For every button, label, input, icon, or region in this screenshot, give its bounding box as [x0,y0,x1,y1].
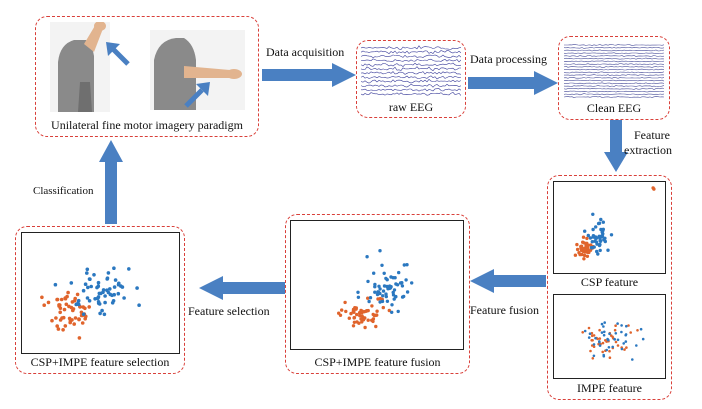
selection-box [15,226,185,374]
classification-arrow [99,140,123,224]
classification-label: Classification [33,185,94,197]
feature-selection-label: Feature selection [188,304,270,318]
feature-extraction-label-line1: Feature [634,128,670,142]
arm-extend-arrow-icon [184,82,210,108]
raw-eeg-label: raw EEG [388,100,434,114]
arm-lift-arrow-icon [106,42,130,66]
feature-fusion-label: Feature fusion [470,303,539,317]
fusion-box [285,214,470,374]
impe-feature-label: IMPE feature [577,381,642,395]
data-acquisition-arrow [262,63,356,87]
feature-selection-arrow [199,276,285,300]
extracted-features-box [547,175,672,400]
impe-feature-plot [553,294,666,379]
arm-raised-illustration [50,22,110,112]
feature-fusion-arrow [470,269,546,293]
clean-eeg-signal [564,42,664,100]
raw-eeg-signal [361,45,461,97]
fusion-plot [290,220,464,350]
data-processing-label: Data processing [470,52,547,66]
clean-eeg-label: Clean EEG [586,101,642,115]
raw-eeg-box [356,40,466,118]
feature-extraction-label-line2: extraction [624,143,672,157]
csp-feature-plot [553,181,666,274]
clean-eeg-box [558,36,670,120]
data-processing-arrow [468,71,558,95]
csp-feature-label: CSP feature [580,275,639,289]
arm-extended-illustration [150,30,245,110]
paradigm-box [35,16,259,137]
selection-plot [21,232,180,354]
fusion-label: CSP+IMPE feature fusion [314,355,441,369]
feature-extraction-arrow [604,120,628,172]
selection-label: CSP+IMPE feature selection [30,355,170,369]
paradigm-label: Unilateral fine motor imagery paradigm [51,118,243,132]
data-acquisition-label: Data acquisition [266,45,345,59]
